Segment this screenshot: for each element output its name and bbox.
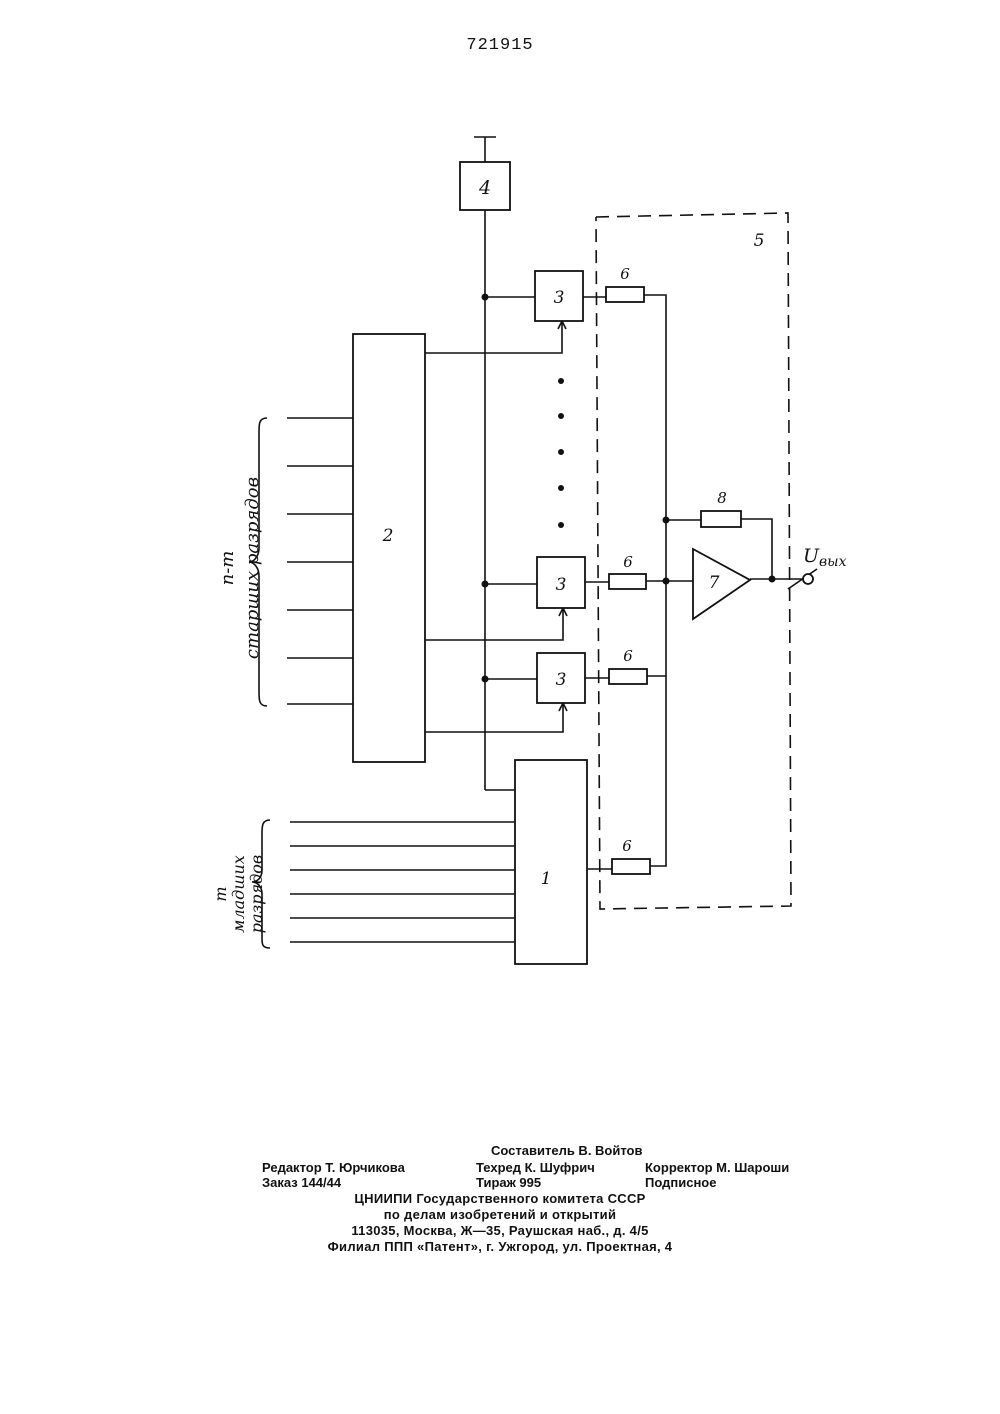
resistor-6-top (606, 287, 644, 302)
block-3-bottom-label: 3 (556, 670, 567, 690)
block-3-middle-label: 3 (556, 575, 567, 595)
imprint-branch: Филиал ППП «Патент», г. Ужгород, ул. Про… (0, 1239, 1000, 1254)
lower-inputs-caption-line1: m (211, 886, 230, 901)
output-terminal (803, 574, 813, 584)
ellipsis-dots (558, 378, 564, 528)
output-voltage-subscript: вых (819, 554, 847, 570)
block-1 (515, 760, 587, 964)
imprint-org-line1: ЦНИИПИ Государственного комитета СССР (0, 1191, 1000, 1206)
lower-inputs-caption-line2: младших (229, 855, 248, 933)
upper-inputs-caption-line1: n-m (217, 551, 238, 586)
imprint-circulation: Тираж 995 (476, 1175, 541, 1190)
imprint-tech-editor: Техред К. Шуфрич (476, 1160, 595, 1175)
resistor-6-bottom (612, 859, 650, 874)
imprint-org-line2: по делам изобретений и открытий (0, 1207, 1000, 1222)
lower-inputs-caption: m младших разрядов (211, 855, 266, 933)
block-4-label: 4 (478, 177, 491, 199)
amplifier-7-label: 7 (709, 573, 720, 593)
output-voltage-main: U (803, 545, 820, 567)
resistor-8 (701, 511, 741, 527)
resistor-6-bottom-label: 6 (622, 837, 632, 855)
block-2-label: 2 (382, 526, 394, 546)
junction-dots (482, 294, 776, 683)
block-3-top-label: 3 (554, 288, 565, 308)
imprint-address: 113035, Москва, Ж—35, Раушская наб., д. … (0, 1223, 1000, 1238)
imprint-subscription: Подписное (645, 1175, 716, 1190)
upper-inputs-caption-line2: старших разрядов (242, 477, 263, 659)
imprint-editor: Редактор Т. Юрчикова (262, 1160, 405, 1175)
upper-inputs-caption: n-m старших разрядов (217, 477, 263, 659)
resistor-6-top-label: 6 (620, 265, 630, 283)
amplifier-7 (693, 549, 750, 619)
resistor-8-label: 8 (717, 489, 727, 507)
resistor-6-lower (609, 669, 647, 684)
resistor-6-lower-label: 6 (623, 647, 633, 665)
imprint-order: Заказ 144/44 (262, 1175, 341, 1190)
imprint-corrector: Корректор М. Шароши (645, 1160, 789, 1175)
lower-inputs-caption-line3: разрядов (247, 855, 266, 933)
output-voltage-label: Uвых (803, 545, 847, 570)
block-2 (353, 334, 425, 762)
block-1-label: 1 (541, 869, 552, 889)
imprint-compiler: Составитель В. Войтов (491, 1143, 643, 1158)
dashed-group-5-label: 5 (754, 231, 765, 251)
resistor-6-middle-label: 6 (623, 553, 633, 571)
resistor-6-middle (609, 574, 646, 589)
